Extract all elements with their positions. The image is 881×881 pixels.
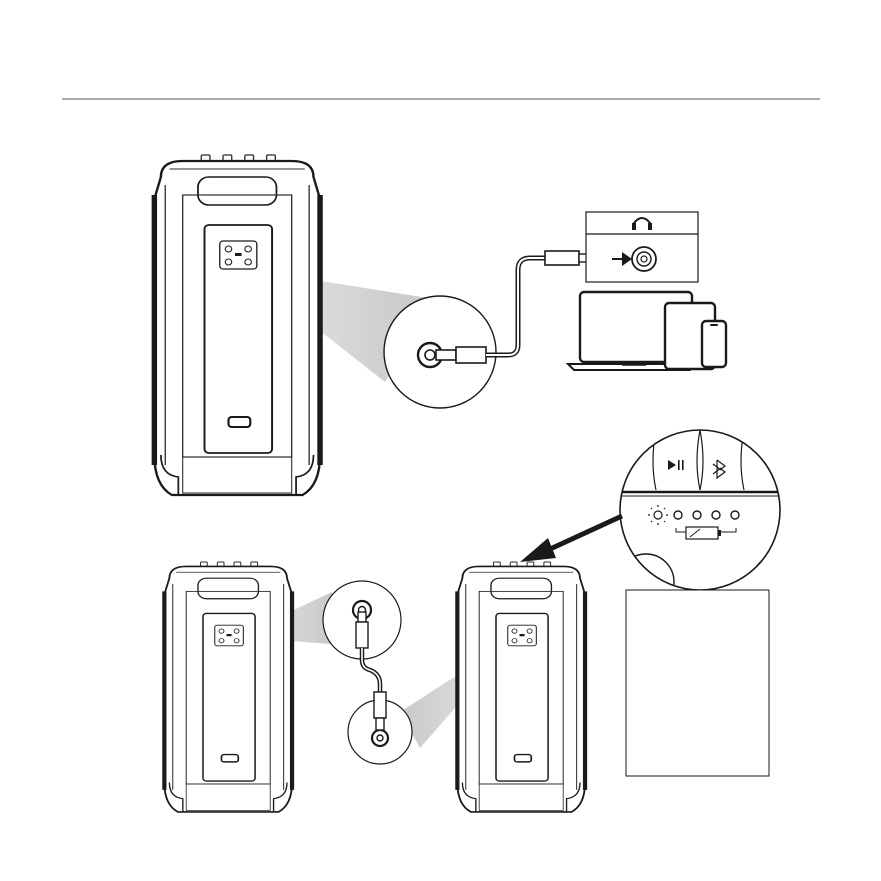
headphone-jack-panel	[586, 212, 698, 282]
speaker-left	[164, 562, 292, 812]
battery-icon	[686, 527, 721, 539]
text-box	[626, 590, 769, 776]
phone-icon	[702, 321, 726, 367]
top-panel-zoom	[618, 430, 808, 610]
speaker-main	[154, 155, 320, 495]
arrow-to-speaker	[520, 516, 622, 562]
speaker-right	[457, 562, 585, 812]
